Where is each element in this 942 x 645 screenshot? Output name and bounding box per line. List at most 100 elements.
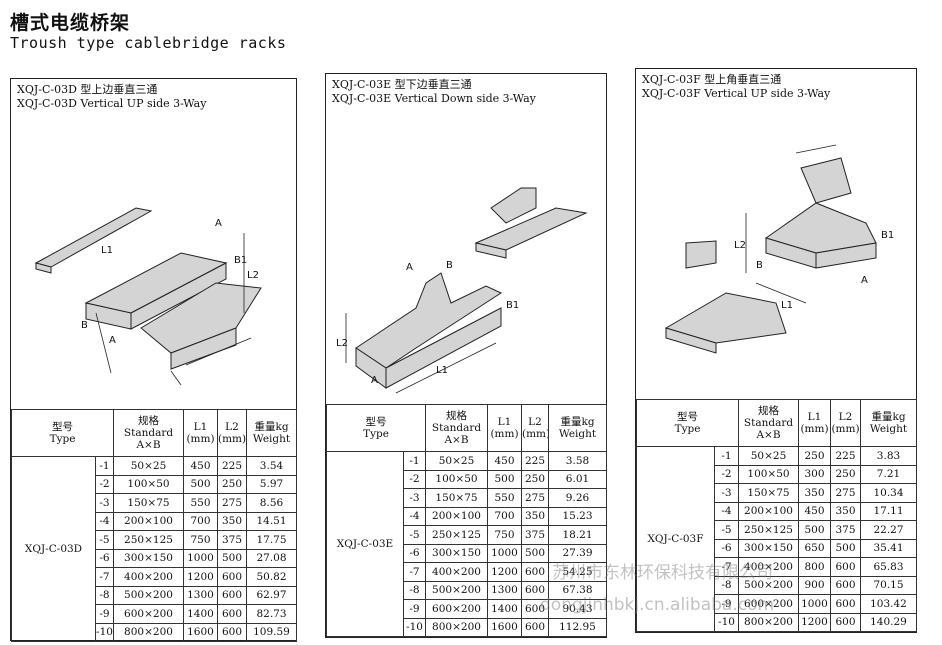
l2-cell: 275	[830, 483, 861, 503]
l2-cell: 225	[830, 446, 861, 466]
l1-cell: 700	[183, 511, 218, 531]
weight-cell: 7.21	[860, 464, 917, 484]
spec-cell: 600×200	[425, 599, 488, 619]
label-a-2: A	[109, 335, 116, 346]
spec-header-line: A×B	[444, 434, 469, 446]
l2-header-line: (mm)	[831, 423, 860, 435]
l1-cell: 1200	[487, 562, 522, 582]
spec-cell: 200×100	[425, 506, 488, 526]
suffix-cell: -6	[403, 543, 426, 563]
l1-cell: 800	[798, 557, 831, 577]
panel-title: XQJ-C-03F 型上角垂直三通 XQJ-C-03F Vertical UP …	[642, 73, 830, 101]
spec-cell: 100×50	[425, 469, 488, 489]
weight-cell: 50.82	[246, 567, 297, 587]
spec-cell: 200×100	[113, 511, 184, 531]
l2-cell: 500	[521, 543, 549, 563]
l1-cell: 1000	[183, 548, 218, 568]
panel-title-cn: XQJ-C-03E 型下边垂直三通	[332, 78, 472, 91]
panel-title-en: XQJ-C-03D Vertical UP side 3-Way	[17, 97, 207, 110]
spec-cell: 200×100	[738, 501, 799, 521]
type-header-line: Type	[363, 428, 389, 440]
spec-cell: 250×125	[738, 520, 799, 540]
l2-cell: 225	[521, 451, 549, 471]
panel-title-cn: XQJ-C-03F 型上角垂直三通	[642, 73, 782, 86]
spec-cell: 100×50	[113, 474, 184, 494]
label-a-2: A	[371, 375, 378, 386]
label-b: B	[756, 260, 763, 271]
spec-cell: 150×75	[113, 493, 184, 513]
spec-header-line: 规格	[138, 415, 159, 427]
panel-title-en: XQJ-C-03E Vertical Down side 3-Way	[332, 92, 536, 105]
suffix-cell: -4	[714, 501, 739, 521]
model-cell: XQJ-C-03F	[636, 446, 715, 632]
suffix-cell: -3	[95, 493, 114, 513]
l2-cell: 600	[830, 594, 861, 614]
weight-cell: 8.56	[246, 493, 297, 513]
l2-cell: 600	[217, 567, 247, 587]
l1-cell: 750	[183, 530, 218, 550]
model-cell: XQJ-C-03E	[326, 451, 404, 637]
type-header-line: Type	[49, 433, 76, 445]
l2-header-line: L2	[225, 421, 239, 433]
spec-cell: 150×75	[425, 488, 488, 508]
weight-cell: 15.23	[548, 506, 607, 526]
col-header-l1: L1(mm)	[183, 409, 218, 457]
weight-cell: 67.38	[548, 580, 607, 600]
suffix-cell: -8	[95, 585, 114, 605]
suffix-cell: -4	[95, 511, 114, 531]
l1-cell: 1000	[487, 543, 522, 563]
l1-cell: 500	[487, 469, 522, 489]
type-header-line: Type	[674, 423, 701, 435]
suffix-cell: -5	[95, 530, 114, 550]
l2-cell: 600	[521, 617, 549, 637]
type-header-line: 型号	[52, 421, 73, 433]
l1-header-line: L1	[497, 416, 512, 428]
col-header-l2: L2(mm)	[521, 404, 549, 452]
spec-header-line: A×B	[136, 439, 161, 451]
l2-cell: 250	[521, 469, 549, 489]
suffix-cell: -9	[403, 599, 426, 619]
weight-header-line: 重量kg	[254, 421, 289, 433]
suffix-cell: -3	[714, 483, 739, 503]
l2-cell: 500	[217, 548, 247, 568]
l1-cell: 1200	[798, 612, 831, 632]
l2-cell: 600	[521, 599, 549, 619]
l2-cell: 600	[521, 562, 549, 582]
suffix-cell: -2	[714, 464, 739, 484]
weight-header-line: 重量kg	[871, 411, 906, 423]
suffix-cell: -7	[714, 557, 739, 577]
suffix-cell: -5	[403, 525, 426, 545]
l2-cell: 275	[521, 488, 549, 508]
suffix-cell: -5	[714, 520, 739, 540]
l1-cell: 500	[798, 520, 831, 540]
l2-cell: 250	[217, 474, 247, 494]
l2-header-line: (mm)	[522, 428, 549, 440]
suffix-cell: -1	[403, 451, 426, 471]
page-title: 槽式电缆桥架	[10, 12, 131, 34]
l2-cell: 250	[830, 464, 861, 484]
spec-cell: 100×50	[738, 464, 799, 484]
spec-cell: 300×150	[738, 538, 799, 558]
spec-cell: 250×125	[425, 525, 488, 545]
product-panel-03f: XQJ-C-03F 型上角垂直三通 XQJ-C-03F Vertical UP …	[635, 68, 917, 633]
spec-header-line: Standard	[743, 417, 794, 429]
weight-cell: 22.27	[860, 520, 917, 540]
suffix-cell: -4	[403, 506, 426, 526]
weight-cell: 140.29	[860, 612, 917, 632]
l1-cell: 1600	[487, 617, 522, 637]
l1-cell: 1400	[183, 604, 218, 624]
weight-header-line: Weight	[252, 433, 291, 445]
label-l2: L2	[734, 240, 746, 251]
weight-cell: 70.15	[860, 575, 917, 595]
